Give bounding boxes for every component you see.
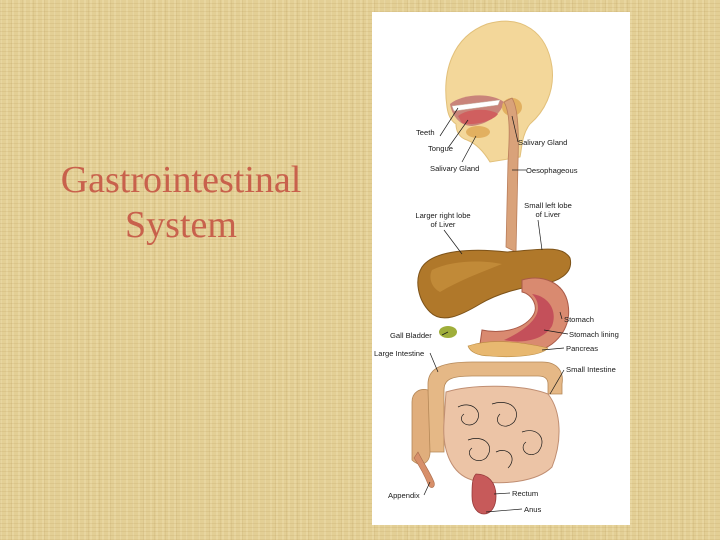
label-small-left-lobe-1: Small left lobe <box>524 201 572 210</box>
stomach-lining-shape <box>504 294 554 342</box>
large-intestine-shape <box>427 361 563 453</box>
salivary-gland-left-shape <box>466 126 490 138</box>
intestine-coil-2 <box>491 402 517 427</box>
label-larger-right-lobe-1: Larger right lobe <box>415 211 470 220</box>
label-stomach-lining: Stomach lining <box>569 330 619 339</box>
ascending-colon <box>411 389 431 465</box>
appendix-shape <box>413 451 435 488</box>
label-stomach: Stomach <box>564 315 594 324</box>
label-small-left-lobe-2: of Liver <box>536 210 561 219</box>
title-line-1: Gastrointestinal <box>60 159 302 201</box>
title-line-2: System <box>125 204 237 246</box>
digestive-system-diagram: Teeth Tongue Salivary Gland Salivary Gla… <box>372 12 630 525</box>
label-tongue: Tongue <box>428 144 453 153</box>
label-large-intestine: Large Intestine <box>374 349 424 358</box>
label-appendix: Appendix <box>388 491 420 500</box>
intestine-coil-3 <box>521 430 543 456</box>
label-larger-right-lobe-2: of Liver <box>431 220 456 229</box>
intestine-coil-5 <box>495 450 513 469</box>
label-rectum: Rectum <box>512 489 538 498</box>
label-anus: Anus <box>524 505 542 514</box>
small-intestine-shape <box>443 385 560 484</box>
label-gall-bladder: Gall Bladder <box>390 331 432 340</box>
label-oesophageous: Oesophageous <box>526 166 578 175</box>
label-pancreas: Pancreas <box>566 344 598 353</box>
leader-lines <box>423 107 569 513</box>
oesophagus-shape <box>503 97 519 253</box>
label-salivary-gland-left: Salivary Gland <box>430 164 479 173</box>
slide-title: Gastrointestinal System <box>22 158 340 248</box>
anatomy-illustration: Teeth Tongue Salivary Gland Salivary Gla… <box>374 20 619 515</box>
label-salivary-gland-right: Salivary Gland <box>518 138 567 147</box>
label-small-intestine: Small Intestine <box>566 365 616 374</box>
rectum-shape <box>471 473 497 515</box>
pancreas-shape <box>467 341 549 358</box>
teeth-shape <box>451 99 501 112</box>
label-teeth: Teeth <box>416 128 435 137</box>
liver-highlight <box>430 261 502 292</box>
